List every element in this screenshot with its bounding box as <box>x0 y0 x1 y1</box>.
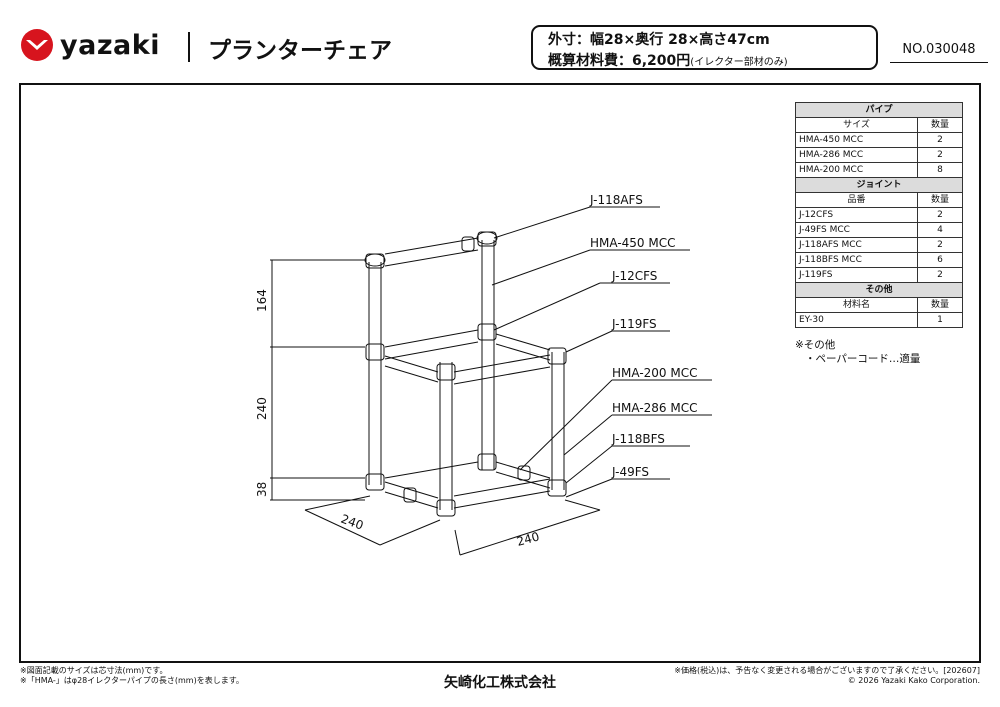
label-hma286: HMA-286 MCC <box>612 401 697 415</box>
part-qty: 8 <box>917 162 963 178</box>
spec-box <box>531 25 878 70</box>
leader-lines <box>491 206 712 498</box>
part-qty: 2 <box>917 267 963 283</box>
document-number: NO.030048 <box>902 42 976 57</box>
back-right-post <box>481 240 495 470</box>
part-qty: 6 <box>917 252 963 268</box>
document-number-underline <box>890 62 988 63</box>
part-name: J-49FS MCC <box>795 222 918 238</box>
page-title: プランターチェア <box>208 38 392 64</box>
label-j118afs: J-118AFS <box>589 193 643 207</box>
dimension-lines-bottom <box>304 495 601 556</box>
bottom-frame <box>384 461 551 509</box>
footer-notes: ※図面記載のサイズは芯寸法(mm)です。 ※「HMA-」はφ28イレクターパイプ… <box>20 666 244 686</box>
dim-240-depth: 240 <box>339 512 365 533</box>
cost-note: (イレクター部材のみ) <box>690 57 788 68</box>
front-right-post <box>551 352 565 490</box>
part-qty: 2 <box>917 132 963 148</box>
outer-dimensions: 外寸：幅28×奥行 28×高さ47cm <box>548 32 770 48</box>
pipe-section-title: パイプ <box>795 102 963 118</box>
part-name: EY-30 <box>795 312 918 328</box>
dim-240-height: 240 <box>255 397 269 420</box>
yazaki-logo-icon <box>21 29 53 61</box>
joints <box>364 231 567 517</box>
notes-heading: ※その他 <box>795 339 836 351</box>
cost-value: 概算材料費：6,200円 <box>548 53 691 69</box>
pipe-header-qty: 数量 <box>917 117 963 133</box>
part-qty: 2 <box>917 207 963 223</box>
dim-38: 38 <box>255 482 269 497</box>
label-j118bfs: J-118BFS <box>611 432 665 446</box>
company-name: 矢崎化工株式会社 <box>444 675 556 691</box>
front-left-post <box>439 362 453 510</box>
part-qty: 1 <box>917 312 963 328</box>
part-name: J-12CFS <box>795 207 918 223</box>
part-name: J-118BFS MCC <box>795 252 918 268</box>
footer-note-2: ※「HMA-」はφ28イレクターパイプの長さ(mm)を表します。 <box>20 676 244 685</box>
label-hma450: HMA-450 MCC <box>590 236 675 250</box>
drawing-frame <box>19 83 981 663</box>
pipe-header-name: サイズ <box>795 117 918 133</box>
joint-header-name: 品番 <box>795 192 918 208</box>
part-name: J-119FS <box>795 267 918 283</box>
part-name: HMA-286 MCC <box>795 147 918 163</box>
part-qty: 2 <box>917 237 963 253</box>
footer-legal: ※価格(税込)は、予告なく変更される場合がございますので了承ください。[2026… <box>674 666 980 686</box>
part-qty: 4 <box>917 222 963 238</box>
part-name: HMA-450 MCC <box>795 132 918 148</box>
other-section-title: その他 <box>795 282 963 298</box>
dim-164: 164 <box>255 289 269 312</box>
label-hma200: HMA-200 MCC <box>612 366 697 380</box>
joint-section-title: ジョイント <box>795 177 963 193</box>
other-notes: ※その他 ・ペーパーコード…適量 <box>795 338 920 366</box>
footer-note-1: ※図面記載のサイズは芯寸法(mm)です。 <box>20 666 168 675</box>
title-divider <box>188 32 190 62</box>
brand-name: yazaki <box>60 29 160 61</box>
back-left-post <box>368 262 382 485</box>
other-header-name: 材料名 <box>795 297 918 313</box>
other-header-qty: 数量 <box>917 297 963 313</box>
part-qty: 2 <box>917 147 963 163</box>
seat-frame <box>384 329 551 385</box>
price-notice: ※価格(税込)は、予告なく変更される場合がございますので了承ください。[2026… <box>674 666 980 675</box>
part-name: J-118AFS MCC <box>795 237 918 253</box>
copyright: © 2026 Yazaki Kako Corporation. <box>847 676 980 685</box>
joint-header-qty: 数量 <box>917 192 963 208</box>
part-name: HMA-200 MCC <box>795 162 918 178</box>
dimension-lines-left <box>270 259 365 501</box>
estimated-cost: 概算材料費：6,200円(イレクター部材のみ) <box>548 50 788 70</box>
brand-logo: yazaki <box>20 28 160 62</box>
label-j119fs: J-119FS <box>611 317 657 331</box>
top-back-rail <box>384 237 479 267</box>
notes-item: ・ペーパーコード…適量 <box>805 353 921 365</box>
label-j12cfs: J-12CFS <box>611 269 657 283</box>
dim-240-width: 240 <box>515 529 541 548</box>
label-j49fs: J-49FS <box>611 465 649 479</box>
